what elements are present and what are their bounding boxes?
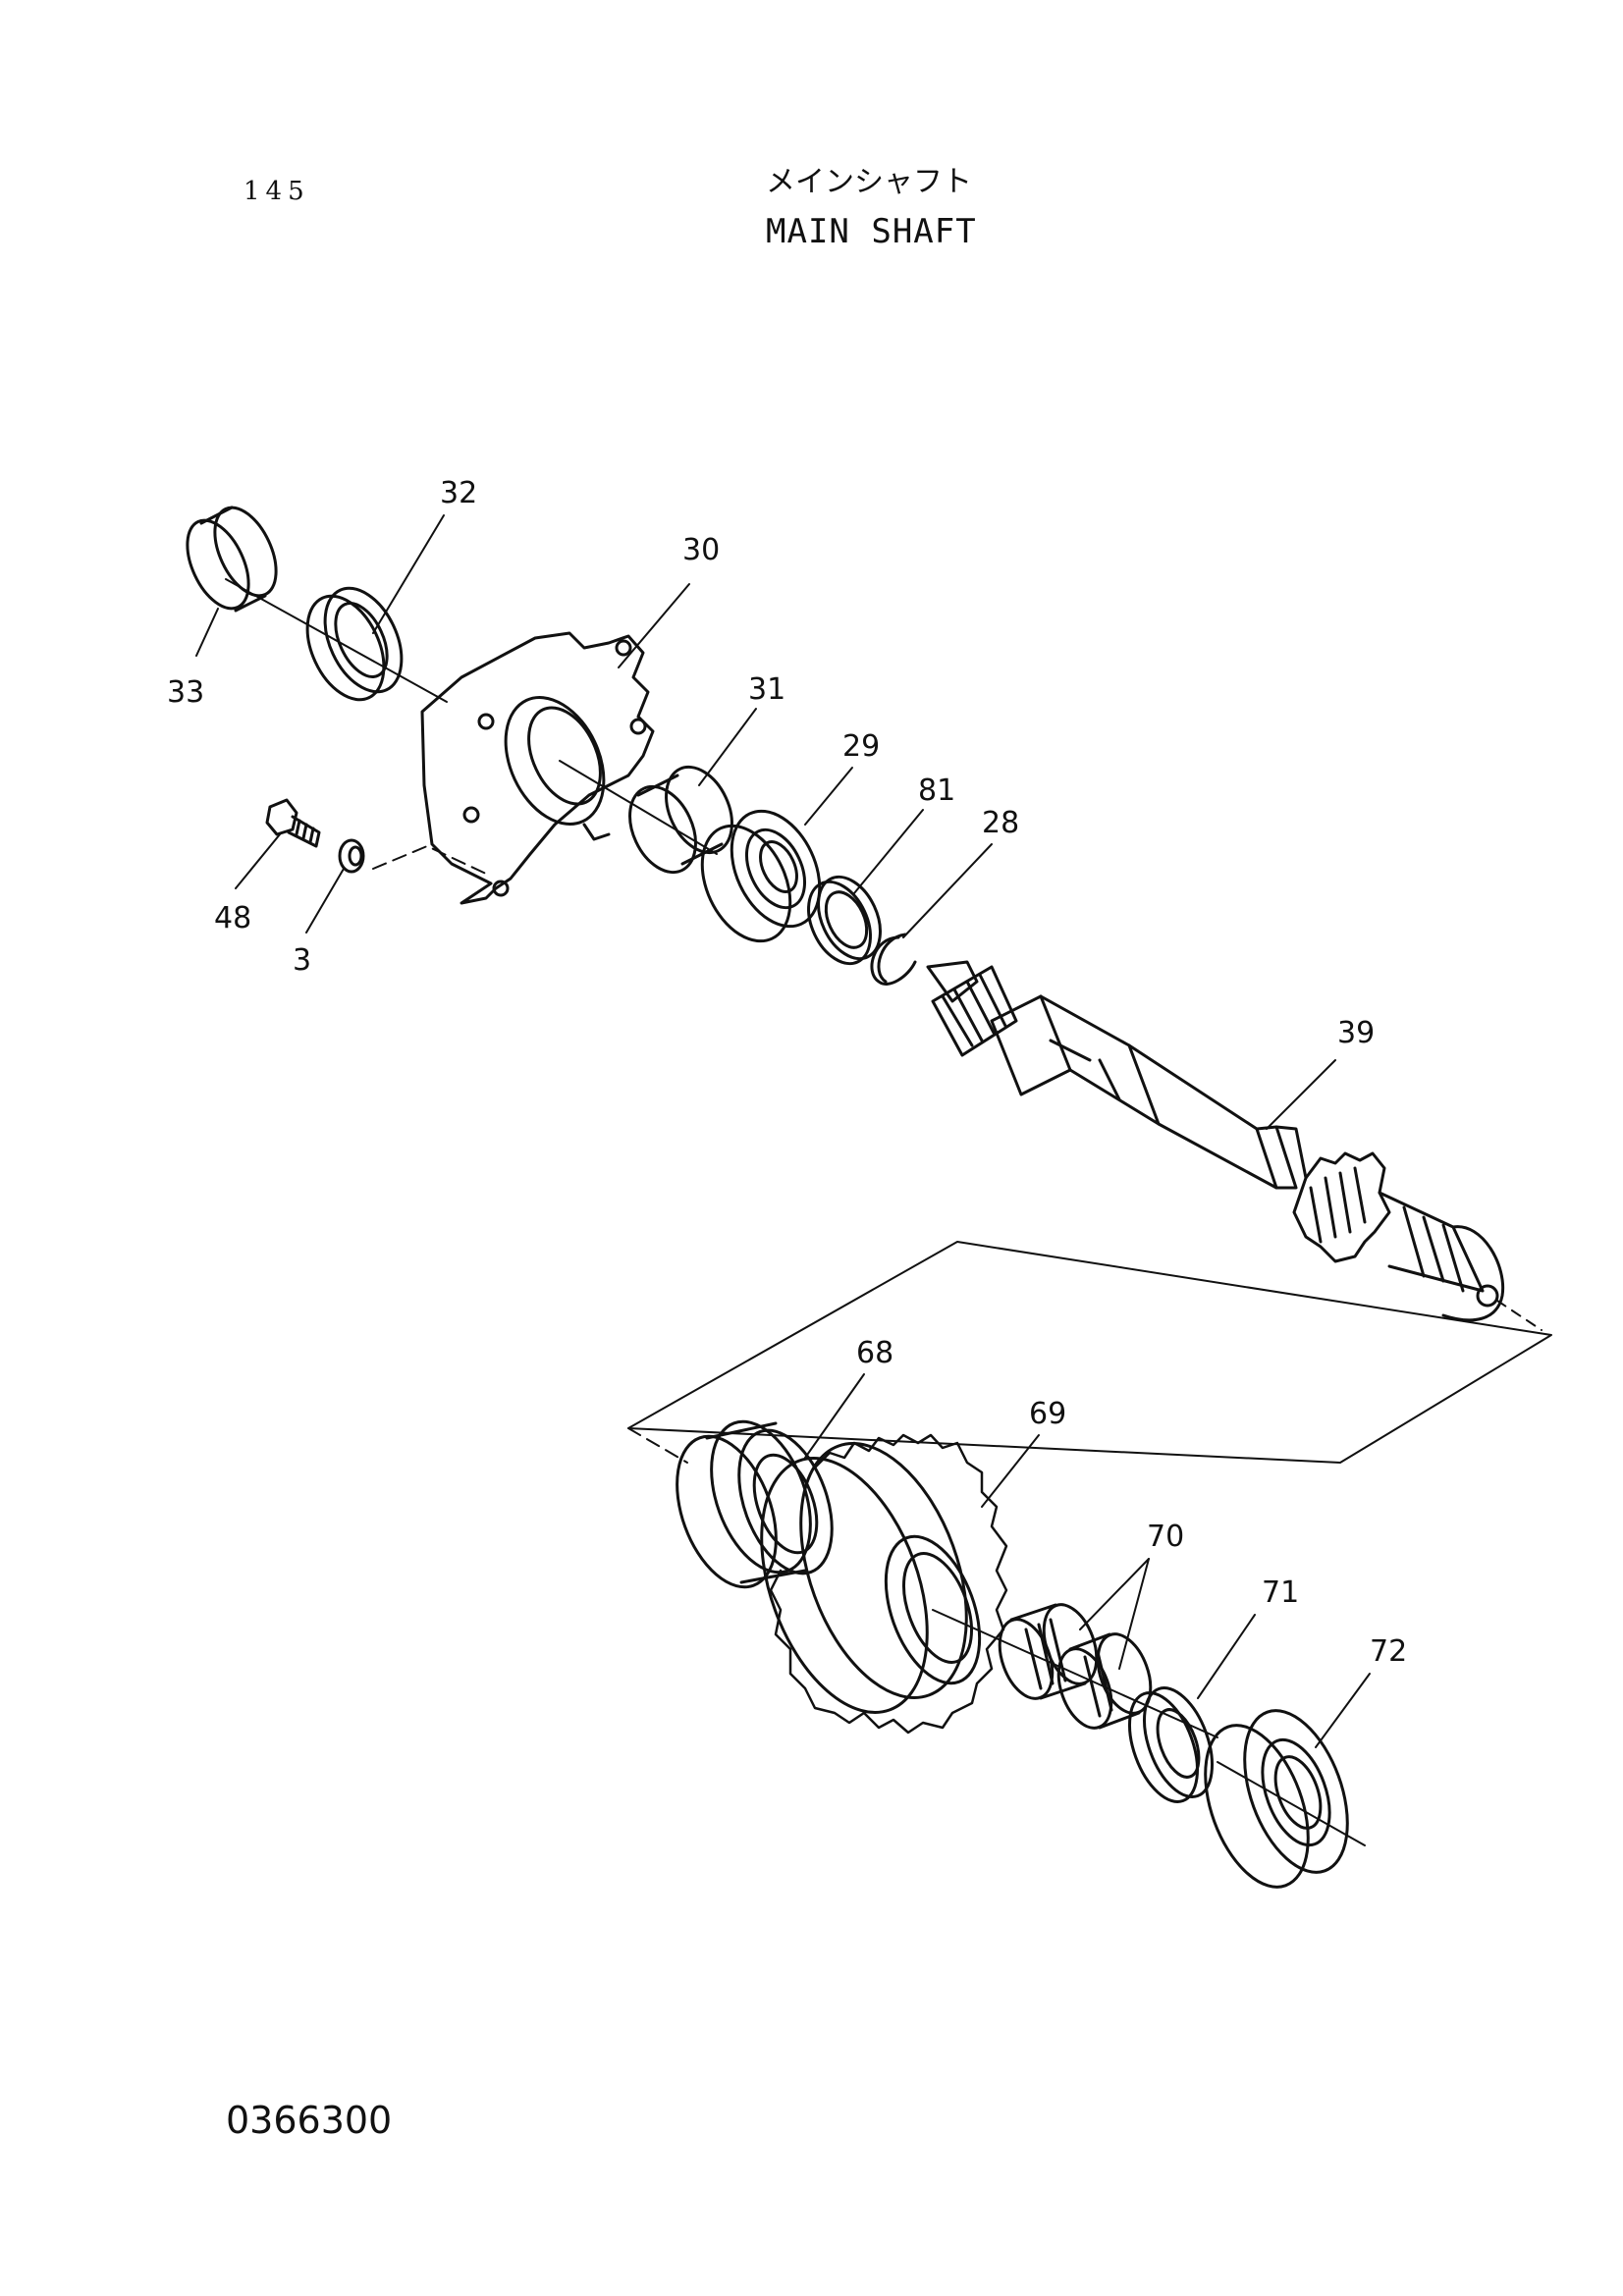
leader-lines xyxy=(195,514,1371,1748)
part-28-snap-ring xyxy=(870,933,917,986)
part-39-main-shaft xyxy=(926,960,1505,1322)
part-31-sleeve xyxy=(628,765,733,875)
callout-72: 72 xyxy=(1370,1634,1407,1669)
part-72-bearing xyxy=(1204,1709,1349,1889)
callout-48: 48 xyxy=(214,901,251,935)
part-48-bolt xyxy=(265,798,321,848)
callout-28: 28 xyxy=(982,806,1019,840)
callout-33: 33 xyxy=(167,675,204,710)
part-30-housing xyxy=(420,631,655,905)
callout-30: 30 xyxy=(682,533,720,567)
callout-68: 68 xyxy=(856,1336,893,1370)
part-32-seal xyxy=(305,586,404,702)
part-29-bearing xyxy=(700,809,822,943)
callout-69: 69 xyxy=(1029,1397,1066,1431)
callout-3: 3 xyxy=(293,943,311,978)
part-69-gear xyxy=(760,1433,1008,1735)
drawing-number: 0366300 xyxy=(226,2099,393,2142)
title-english: MAIN SHAFT xyxy=(766,212,977,251)
callout-81: 81 xyxy=(918,774,955,808)
callout-29: 29 xyxy=(842,729,880,764)
callout-39: 39 xyxy=(1337,1016,1375,1050)
part-68-synchronizer xyxy=(676,1419,834,1589)
part-3-washer xyxy=(338,838,365,874)
title-japanese: メインシャフト xyxy=(766,165,972,199)
part-70-needle-bearing xyxy=(998,1603,1153,1730)
callout-31: 31 xyxy=(748,672,785,707)
callout-70: 70 xyxy=(1147,1520,1184,1554)
callout-71: 71 xyxy=(1262,1575,1299,1610)
part-33-ring xyxy=(186,506,278,613)
part-71-washer xyxy=(1128,1686,1214,1803)
callout-32: 32 xyxy=(440,476,477,510)
part-81-washer xyxy=(807,875,882,966)
page-number: 145 xyxy=(243,177,310,206)
